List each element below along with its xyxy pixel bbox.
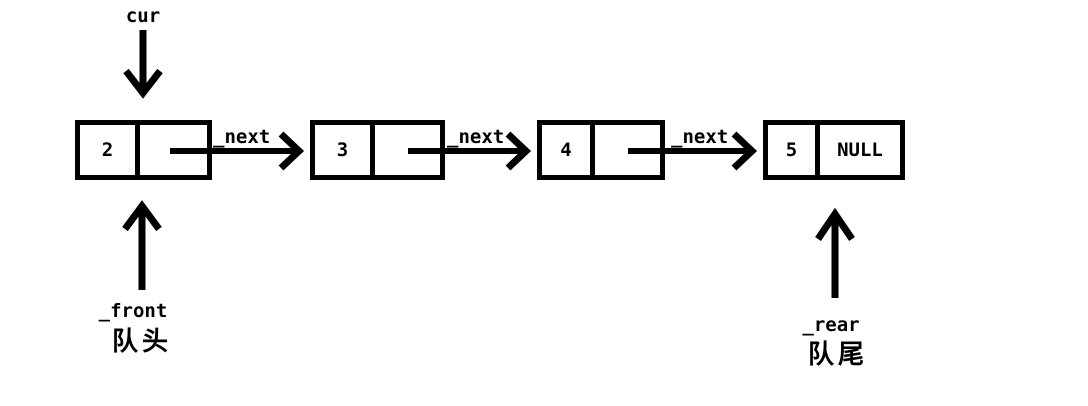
node-next-pointer: NULL [815, 125, 900, 175]
node-value: 4 [560, 139, 572, 161]
list-node: 2 [75, 120, 212, 180]
list-node: 5 NULL [763, 120, 905, 180]
list-node: 4 [537, 120, 665, 180]
rear-pointer-label: _rear [802, 314, 860, 336]
node-value: 5 [785, 139, 798, 161]
node-value: 2 [101, 139, 114, 161]
front-caption-label: 队头 [111, 327, 173, 357]
cur-down-arrow [123, 30, 163, 99]
node-value: 3 [336, 139, 349, 161]
list-node: 3 [310, 120, 445, 180]
cur-label: cur [125, 5, 161, 27]
node-next-pointer [135, 125, 207, 175]
node-next-pointer [370, 125, 440, 175]
front-pointer-label: _front [98, 300, 168, 322]
next-label: _next [213, 126, 271, 148]
next-label: _next [447, 126, 505, 148]
node-next-pointer [590, 125, 660, 175]
rear-up-arrow [815, 207, 855, 298]
next-label: _next [671, 126, 729, 148]
front-up-arrow [122, 200, 162, 290]
rear-caption-label: 队尾 [807, 340, 869, 370]
